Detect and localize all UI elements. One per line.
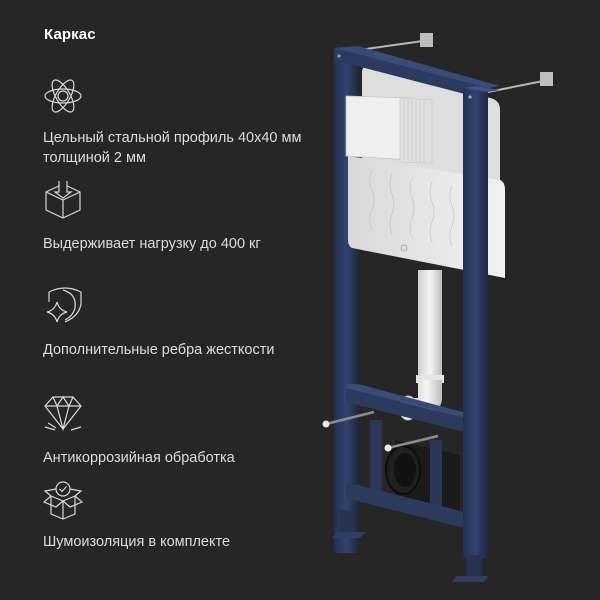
flush-pipe [418,270,442,378]
installation-frame-image [322,33,553,582]
frame-right-post [463,88,488,558]
frame-bottom-bar [346,482,465,528]
feature-text: Цельный стальной профиль 40х40 мм толщин… [43,130,302,166]
feature-noise-insulation: Шумоизоляция в комплекте [43,480,303,552]
mounting-studs [325,410,439,450]
feature-load: Выдерживает нагрузку до 400 кг [43,180,303,254]
wall-bracket [540,72,553,86]
frame-right-foot [466,555,482,580]
feature-text: Дополнительные ребра жесткости [43,342,275,358]
box-check-icon [43,481,83,520]
atom-icon [44,79,82,113]
frame-top-crossbar [334,48,488,100]
page-title: Каркас [44,26,96,43]
box-load-icon [45,181,81,219]
feature-ribs: Дополнительные ребра жесткости [43,284,303,360]
wall-bracket [420,33,433,47]
drain-elbow [385,440,460,515]
frame-lower-crossbar [346,388,465,432]
frame-rib [370,420,382,500]
frame-rib [430,440,442,520]
feature-text: Антикоррозийная обработка [43,450,235,466]
frame-left-foot [340,510,354,538]
shield-star-icon [46,287,82,323]
feature-text: Выдерживает нагрузку до 400 кг [43,236,261,252]
feature-anticorrosion: Антикоррозийная обработка [43,394,303,468]
feature-steel-profile: Цельный стальной профиль 40х40 мм толщин… [43,76,303,168]
feature-text: Шумоизоляция в комплекте [43,534,231,550]
diamond-icon [44,395,82,432]
